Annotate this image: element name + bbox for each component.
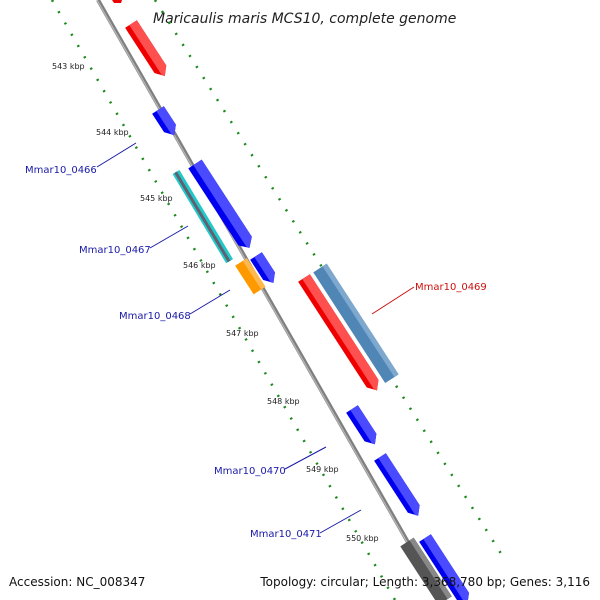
- leader-line-0471: [319, 509, 362, 534]
- tick-label-548: 548 kbp: [267, 397, 300, 406]
- gene-arrow-reverse-top[interactable]: [112, 0, 122, 3]
- gene-label-0471[interactable]: Mmar10_0471: [250, 529, 322, 540]
- map-title: Maricaulis maris MCS10, complete genome: [153, 11, 456, 27]
- gene-arrow-forward-548[interactable]: [346, 405, 381, 448]
- gene-arrow-forward-545[interactable]: [188, 159, 256, 253]
- gene-label-0470[interactable]: Mmar10_0470: [214, 466, 286, 477]
- feature-cyan-0467[interactable]: [172, 169, 233, 264]
- tick-label-544: 544 kbp: [96, 128, 129, 137]
- leader-line-0468: [189, 289, 231, 315]
- tick-label-550: 550 kbp: [346, 534, 379, 543]
- gene-arrow-forward-546[interactable]: [250, 252, 279, 286]
- tick-label-549: 549 kbp: [306, 465, 339, 474]
- feature-steel-0469[interactable]: [313, 263, 399, 384]
- genome-backbone: [96, 0, 443, 600]
- feature-orange-0468[interactable]: [235, 258, 266, 295]
- leader-line-0469: [371, 286, 415, 315]
- gene-arrow-reverse-543[interactable]: [125, 20, 171, 80]
- tick-label-546: 546 kbp: [183, 261, 216, 270]
- gene-label-0467[interactable]: Mmar10_0467: [79, 245, 151, 256]
- leader-line-0470: [284, 446, 327, 470]
- accession-text: Accession: NC_008347: [9, 575, 146, 589]
- gene-arrow-forward-549[interactable]: [374, 453, 424, 519]
- feature-gray-550[interactable]: [400, 537, 452, 600]
- gene-label-0469[interactable]: Mmar10_0469: [415, 282, 487, 293]
- genome-summary-text: Topology: circular; Length: 3,368,780 bp…: [260, 575, 590, 589]
- leader-line-0466: [96, 142, 137, 168]
- tick-label-547: 547 kbp: [226, 329, 259, 338]
- gene-arrow-reverse-0469[interactable]: [298, 274, 383, 394]
- gene-label-0466[interactable]: Mmar10_0466: [25, 165, 97, 176]
- tick-label-545: 545 kbp: [140, 194, 173, 203]
- leader-line-0467: [149, 225, 189, 249]
- genome-backbone-highlight: [96, 0, 441, 600]
- gene-arrow-forward-544[interactable]: [152, 106, 180, 139]
- gene-arrow-forward-550[interactable]: [419, 534, 473, 600]
- tick-label-543: 543 kbp: [52, 62, 85, 71]
- gene-label-0468[interactable]: Mmar10_0468: [119, 311, 191, 322]
